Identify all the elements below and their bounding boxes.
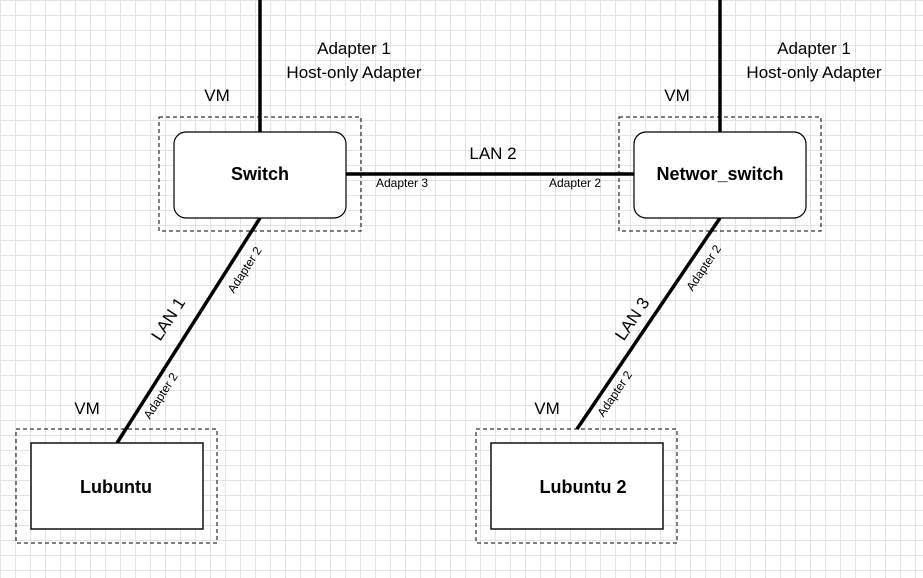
lubuntu-vm-label: VM [74, 399, 100, 418]
lubuntu-vm-frame [15, 428, 218, 544]
network-switch-node[interactable] [633, 131, 807, 219]
switch-label: Switch [231, 164, 289, 184]
network-switch-uplink-adapter-label: Adapter 1 [777, 39, 851, 58]
network-switch-uplink-type-label: Host-only Adapter [746, 63, 881, 82]
switch-node[interactable] [173, 131, 347, 219]
lan3-adapter-top-label: Adapter 2 [683, 242, 724, 293]
lubuntu2-node[interactable] [490, 442, 664, 530]
lubuntu2-vm-frame [475, 428, 678, 544]
network-switch-vm-label: VM [664, 86, 690, 105]
lubuntu2-label: Lubuntu 2 [540, 477, 627, 497]
lubuntu-node[interactable] [30, 442, 204, 530]
lan3-label: LAN 3 [611, 294, 653, 344]
lan2-adapter-left-label: Adapter 3 [376, 176, 428, 190]
network-switch-vm-frame [618, 116, 822, 232]
switch-vm-frame [158, 116, 362, 232]
switch-vm-label: VM [204, 86, 230, 105]
lubuntu-label: Lubuntu [80, 477, 152, 497]
lan2-label: LAN 2 [469, 144, 516, 163]
lubuntu2-vm-label: VM [534, 399, 560, 418]
lan1-adapter-top-label: Adapter 2 [225, 244, 265, 296]
switch-uplink-adapter-label: Adapter 1 [317, 39, 391, 58]
network-switch-label: Networ_switch [656, 164, 783, 184]
lan2-adapter-right-label: Adapter 2 [549, 176, 601, 190]
lan3-line [575, 217, 722, 430]
lan1-line [115, 217, 262, 444]
switch-uplink-type-label: Host-only Adapter [286, 63, 421, 82]
